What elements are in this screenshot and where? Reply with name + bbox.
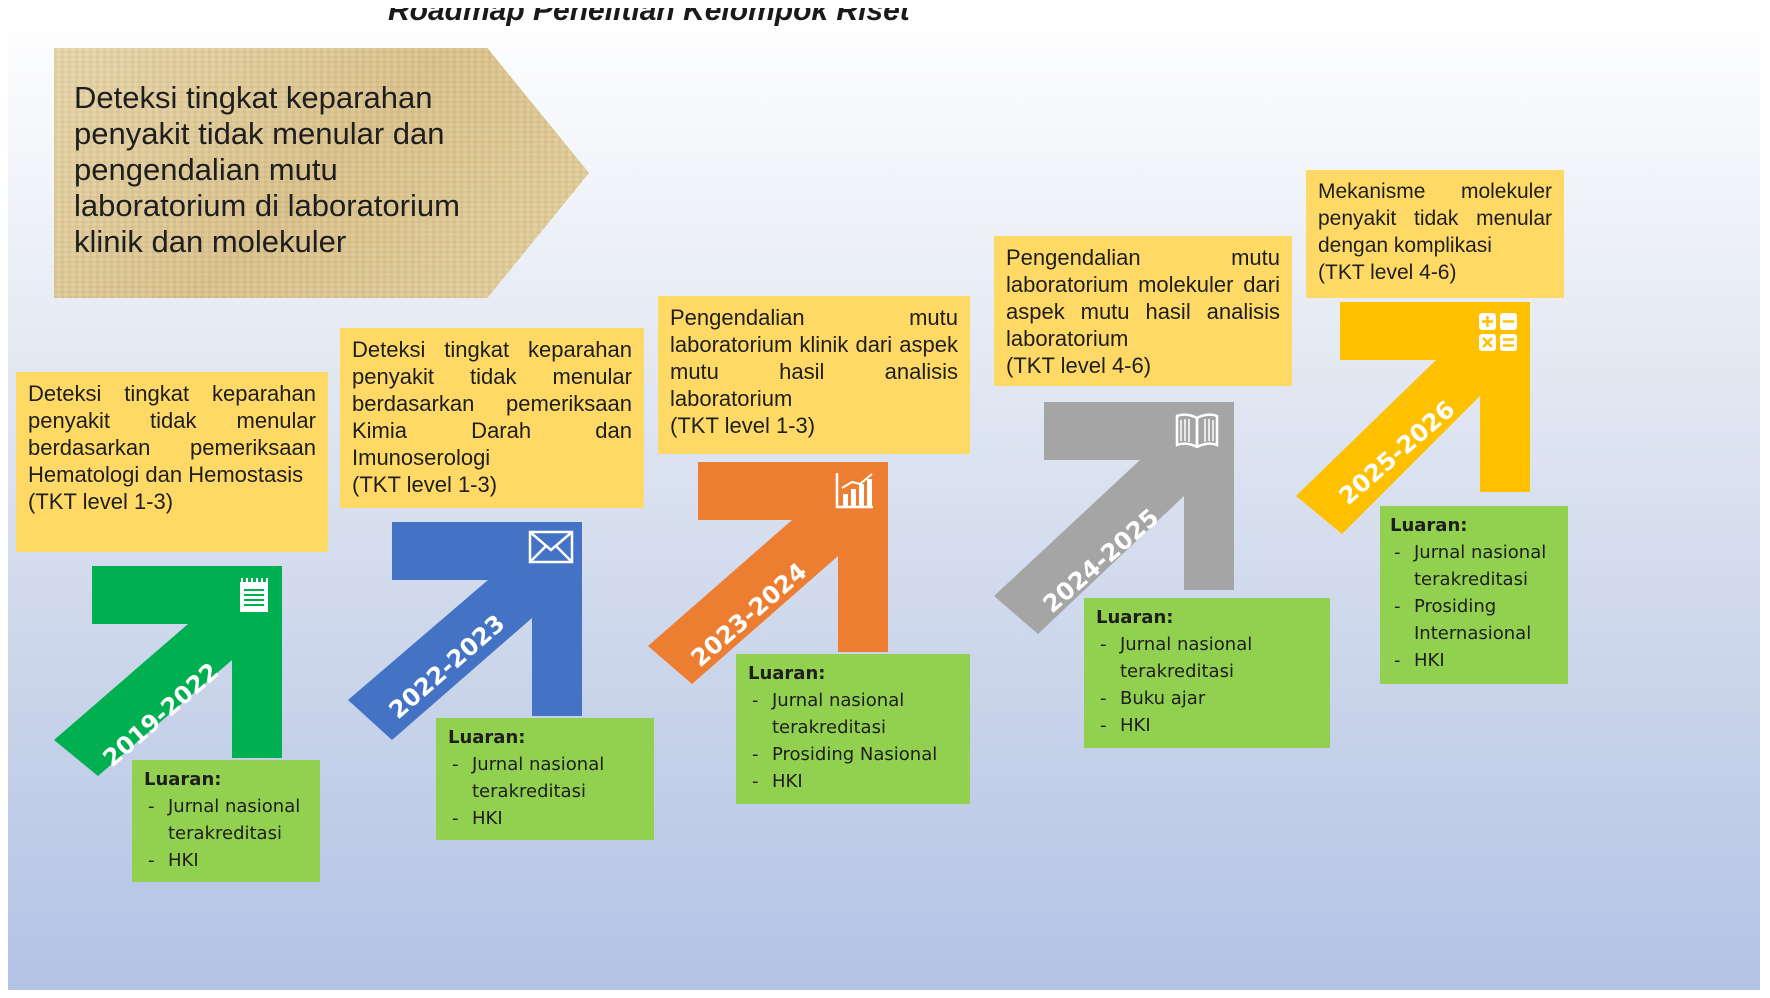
roadmap-diagram: Roadmap Penelitian Kelompok Riset Deteks…	[8, 8, 1760, 990]
stage-4-description-box: Pengendalian mutu laboratorium molekuler…	[994, 236, 1292, 386]
stage-3-output-item: HKI	[748, 768, 958, 795]
stage-3-output-item: Jurnal nasional terakreditasi	[748, 687, 958, 741]
page-title: Roadmap Penelitian Kelompok Riset	[388, 8, 910, 27]
stage-4-output-item: Jurnal nasional terakreditasi	[1096, 631, 1318, 685]
stage-2-description: Deteksi tingkat keparahan penyakit tidak…	[352, 337, 632, 470]
stage-5-output-item: Jurnal nasional terakreditasi	[1390, 539, 1558, 593]
stage-2-output-item: HKI	[448, 805, 642, 832]
stage-3-description-box: Pengendalian mutu laboratorium klinik da…	[658, 296, 970, 454]
stage-3-description: Pengendalian mutu laboratorium klinik da…	[670, 305, 958, 411]
stage-3-output-item: Prosiding Nasional	[748, 741, 958, 768]
stage-2-arrow: 2022-2023	[348, 522, 582, 740]
stage-5-arrow: 2025-2026	[1296, 302, 1530, 534]
stage-4-output-item: HKI	[1096, 712, 1318, 739]
stage-1-level: (TKT level 1-3)	[28, 489, 174, 514]
stage-2-outputs-heading: Luaran:	[448, 727, 526, 748]
bar-chart-icon	[835, 473, 873, 509]
stage-2-output-item: Jurnal nasional terakreditasi	[448, 751, 642, 805]
stage-1-outputs-heading: Luaran:	[144, 769, 222, 790]
stage-5-output-item: HKI	[1390, 647, 1558, 674]
envelope-icon	[528, 530, 574, 564]
stage-4-outputs-list: Jurnal nasional terakreditasi Buku ajar …	[1096, 631, 1318, 739]
stage-1-outputs-list: Jurnal nasional terakreditasi HKI	[144, 793, 308, 874]
stage-2-description-box: Deteksi tingkat keparahan penyakit tidak…	[340, 328, 644, 508]
stage-3-outputs-heading: Luaran:	[748, 663, 826, 684]
stage-3-level: (TKT level 1-3)	[670, 413, 816, 438]
stage-2-outputs-box: Luaran: Jurnal nasional terakreditasi HK…	[436, 718, 654, 840]
stage-2-outputs-list: Jurnal nasional terakreditasi HKI	[448, 751, 642, 832]
stage-4-outputs-heading: Luaran:	[1096, 607, 1174, 628]
stage-5-description-box: Mekanisme molekuler penyakit tidak menul…	[1306, 170, 1564, 298]
stage-5-outputs-heading: Luaran:	[1390, 515, 1468, 536]
stage-5-level: (TKT level 4-6)	[1318, 261, 1457, 284]
stage-2-arrow-shape	[348, 522, 582, 740]
stage-4-outputs-box: Luaran: Jurnal nasional terakreditasi Bu…	[1084, 598, 1330, 748]
stage-5-outputs-box: Luaran: Jurnal nasional terakreditasi Pr…	[1380, 506, 1568, 684]
stage-1-arrow-shape	[54, 566, 282, 776]
stage-3-outputs-box: Luaran: Jurnal nasional terakreditasi Pr…	[736, 654, 970, 804]
stage-4-output-item: Buku ajar	[1096, 685, 1318, 712]
stage-1-arrow: 2019-2022	[54, 566, 282, 776]
calculator-icon	[1479, 313, 1517, 351]
book-icon	[1175, 413, 1219, 448]
stage-1-outputs-box: Luaran: Jurnal nasional terakreditasi HK…	[132, 760, 320, 882]
notepad-icon	[240, 578, 268, 612]
stage-3-outputs-list: Jurnal nasional terakreditasi Prosiding …	[748, 687, 958, 795]
stage-5-arrow-shape	[1296, 302, 1530, 534]
stage-3-arrow-shape	[648, 462, 888, 684]
stage-4-level: (TKT level 4-6)	[1006, 353, 1152, 378]
stage-5-description: Mekanisme molekuler penyakit tidak menul…	[1318, 180, 1552, 257]
stage-3-arrow: 2023-2024	[648, 462, 888, 684]
stage-4-description: Pengendalian mutu laboratorium molekuler…	[1006, 245, 1280, 351]
stage-5-outputs-list: Jurnal nasional terakreditasi Prosiding …	[1390, 539, 1558, 674]
stage-1-output-item: HKI	[144, 847, 308, 874]
stage-5-output-item: Prosiding Internasional	[1390, 593, 1558, 647]
stage-1-description-box: Deteksi tingkat keparahan penyakit tidak…	[16, 372, 328, 552]
theme-arrow: Deteksi tingkat keparahan penyakit tidak…	[54, 48, 589, 298]
stage-1-description: Deteksi tingkat keparahan penyakit tidak…	[28, 381, 316, 487]
theme-text: Deteksi tingkat keparahan penyakit tidak…	[74, 80, 460, 259]
stage-4-arrow-shape	[994, 402, 1234, 634]
stage-1-output-item: Jurnal nasional terakreditasi	[144, 793, 308, 847]
stage-2-level: (TKT level 1-3)	[352, 472, 498, 497]
